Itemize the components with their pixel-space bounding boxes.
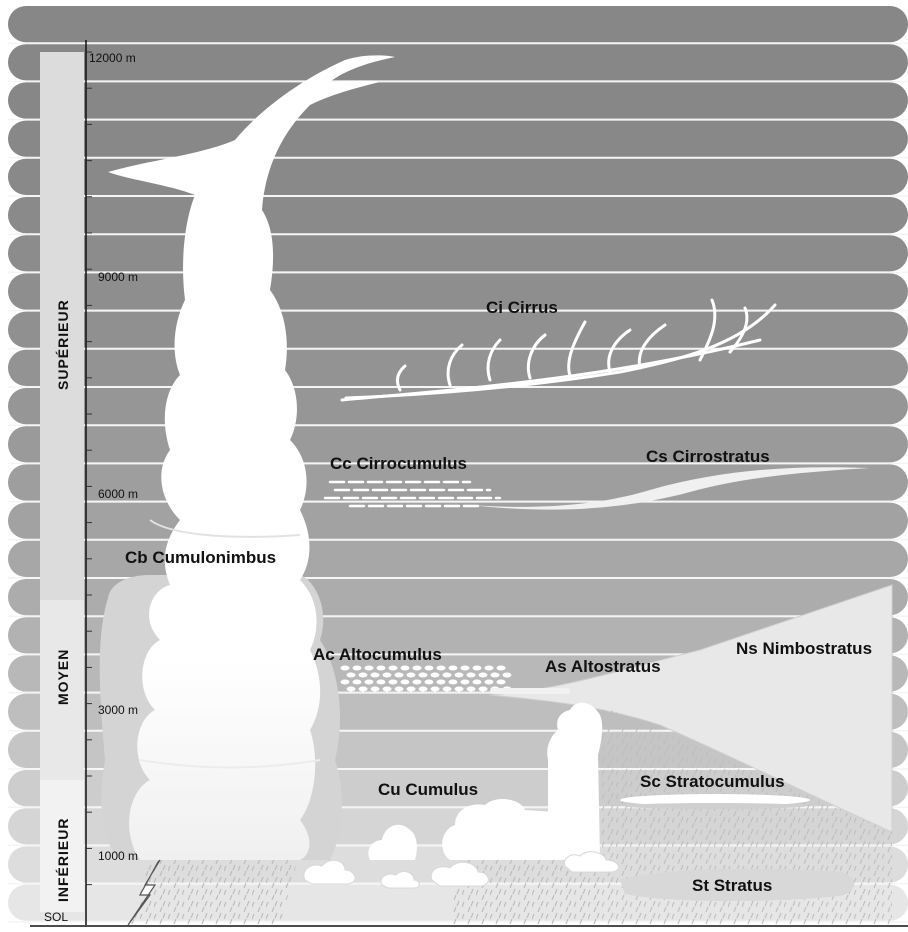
altocumulus-puff <box>383 673 392 678</box>
altocumulus-puff <box>389 666 398 671</box>
altocumulus-puff <box>449 680 458 685</box>
label-cirrostratus: Cs Cirrostratus <box>646 447 770 466</box>
altocumulus-puff <box>455 673 464 678</box>
altocumulus-puff <box>431 687 440 692</box>
altocumulus-puff <box>443 687 452 692</box>
altocumulus-puff <box>383 687 392 692</box>
altocumulus-puff <box>479 687 488 692</box>
layer-upper-label: SUPÉRIEUR <box>55 299 71 390</box>
layer-lower-label: INFÉRIEUR <box>55 818 71 902</box>
altocumulus-puff <box>419 687 428 692</box>
altitude-6000: 6000 m <box>98 487 138 501</box>
label-stratus: St Stratus <box>692 876 772 895</box>
altocumulus-puff <box>425 680 434 685</box>
ground-label: SOL <box>44 910 68 924</box>
altocumulus-puff <box>443 673 452 678</box>
altocumulus-puff <box>497 680 506 685</box>
sky-band <box>8 235 908 271</box>
altocumulus-puff <box>413 666 422 671</box>
altocumulus-puff <box>467 687 476 692</box>
altocumulus-puff <box>341 680 350 685</box>
altocumulus-puff <box>437 666 446 671</box>
label-cirrocumulus: Cc Cirrocumulus <box>330 454 467 473</box>
altocumulus-puff <box>395 687 404 692</box>
altocumulus-puff <box>347 687 356 692</box>
altitude-12000: 12000 m <box>89 51 136 65</box>
sky-band <box>8 350 908 386</box>
altocumulus-puff <box>371 673 380 678</box>
altocumulus-puff <box>431 673 440 678</box>
sky-band <box>8 388 908 424</box>
sky-band <box>8 82 908 118</box>
altocumulus-puff <box>407 673 416 678</box>
sky-band <box>8 312 908 348</box>
altocumulus-puff <box>353 680 362 685</box>
altocumulus-puff <box>449 666 458 671</box>
altocumulus-puff <box>461 666 470 671</box>
altocumulus-puff <box>401 680 410 685</box>
label-altocumulus: Ac Altocumulus <box>313 645 442 664</box>
sky-band <box>8 44 908 80</box>
altocumulus-puff <box>473 680 482 685</box>
sky-band <box>8 503 908 539</box>
altocumulus-puff <box>473 666 482 671</box>
altocumulus-puff <box>359 687 368 692</box>
altocumulus-puff <box>491 673 500 678</box>
altocumulus-puff <box>419 673 428 678</box>
label-cumulus: Cu Cumulus <box>378 780 478 799</box>
altitude-9000: 9000 m <box>98 270 138 284</box>
altocumulus-puff <box>437 680 446 685</box>
altocumulus-puff <box>371 687 380 692</box>
stratocumulus-cloud <box>620 794 810 809</box>
altocumulus-puff <box>365 666 374 671</box>
label-altostratus: As Altostratus <box>545 657 661 676</box>
label-stratocumulus: Sc Stratocumulus <box>640 772 785 791</box>
altocumulus-puff <box>413 680 422 685</box>
altocumulus-puff <box>485 680 494 685</box>
altocumulus-puff <box>479 673 488 678</box>
altitude-1000: 1000 m <box>98 849 138 863</box>
altocumulus-puff <box>407 687 416 692</box>
altocumulus-puff <box>389 680 398 685</box>
label-cirrus: Ci Cirrus <box>486 298 558 317</box>
altocumulus-puff <box>455 687 464 692</box>
altocumulus-puff <box>497 666 506 671</box>
altocumulus-puff <box>377 680 386 685</box>
sky-band <box>8 273 908 309</box>
label-nimbostratus: Ns Nimbostratus <box>736 639 872 658</box>
label-cumulonimbus: Cb Cumulonimbus <box>125 548 276 567</box>
sky-band <box>8 6 908 42</box>
altocumulus-puff <box>401 666 410 671</box>
altocumulus-puff <box>461 680 470 685</box>
sky-band <box>8 121 908 157</box>
altocumulus-puff <box>359 673 368 678</box>
altocumulus-puff <box>377 666 386 671</box>
altostratus-cloud <box>490 688 570 694</box>
layer-middle-label: MOYEN <box>55 649 71 705</box>
altocumulus-puff <box>341 666 350 671</box>
altitude-3000: 3000 m <box>98 703 138 717</box>
sky-band <box>8 197 908 233</box>
altocumulus-puff <box>395 673 404 678</box>
altocumulus-puff <box>503 673 512 678</box>
altocumulus-puff <box>347 673 356 678</box>
altocumulus-puff <box>365 680 374 685</box>
altocumulus-puff <box>485 666 494 671</box>
altocumulus-puff <box>353 666 362 671</box>
altocumulus-puff <box>425 666 434 671</box>
altocumulus-puff <box>467 673 476 678</box>
